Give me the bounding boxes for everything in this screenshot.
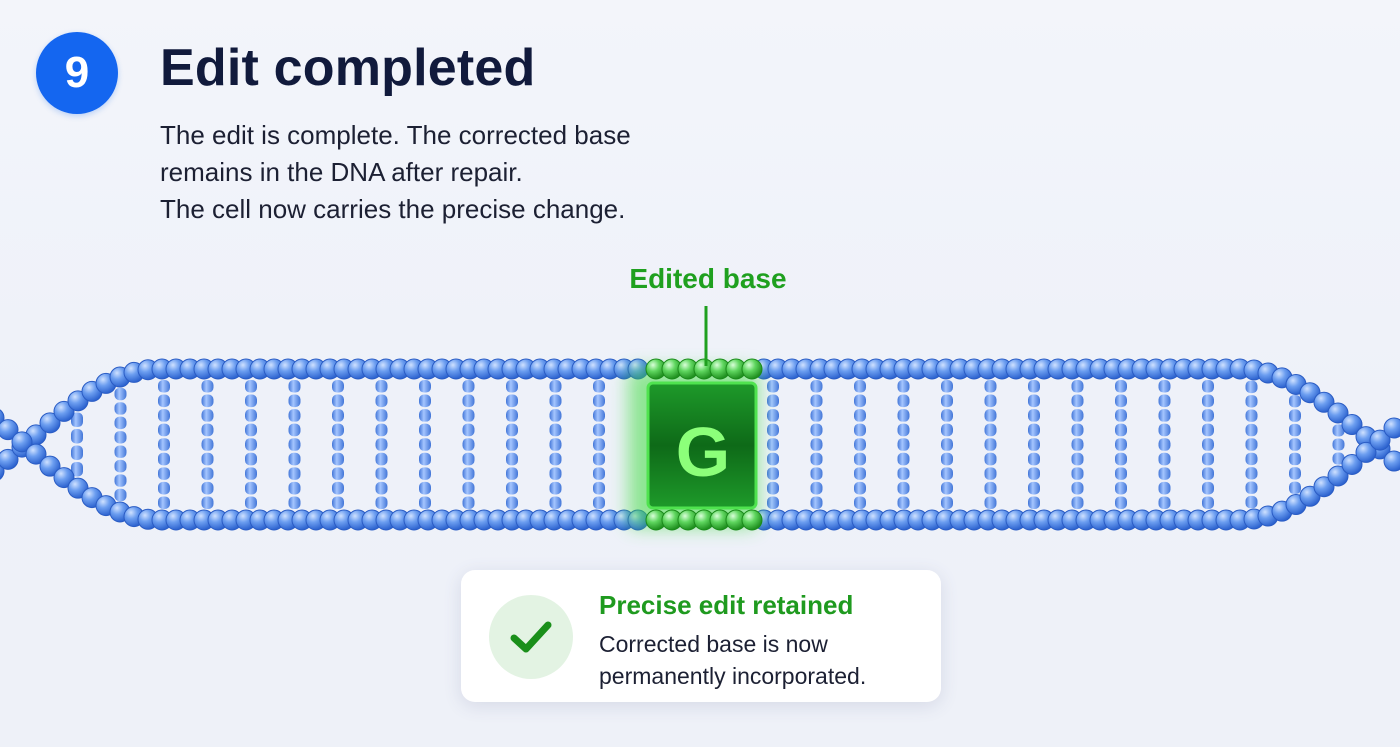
strand-bead <box>1327 402 1349 424</box>
base-pair-rung <box>245 380 257 509</box>
dna-strand-top <box>0 358 1400 480</box>
strand-bead <box>53 467 75 489</box>
base-pair-rung <box>1115 380 1127 509</box>
base-pair-rung <box>941 380 953 509</box>
base-pair-rung <box>1158 380 1171 509</box>
strand-bead <box>1383 417 1400 439</box>
edited-base-box <box>646 381 758 510</box>
base-pair-rung <box>288 380 301 509</box>
card-body-line: Corrected base is now <box>599 631 828 657</box>
description-line: remains in the DNA after repair. <box>160 157 523 187</box>
strand-bead <box>1327 465 1349 487</box>
status-card: Precise edit retained Corrected base is … <box>461 570 941 702</box>
base-pair-rung <box>854 380 866 509</box>
strand-bead <box>1313 476 1335 498</box>
strand-bead <box>1313 391 1335 413</box>
base-pair-rung <box>549 380 562 509</box>
base-pair-rung <box>593 380 605 509</box>
strand-bead <box>53 400 75 422</box>
base-pair-rung <box>71 412 83 477</box>
dna-strand-bottom <box>0 409 1400 531</box>
base-pair-rung <box>1332 424 1345 465</box>
base-pair-rung <box>984 380 997 509</box>
strand-bead <box>25 443 47 465</box>
base-pair-rung <box>1245 380 1258 509</box>
strand-bead <box>1355 441 1377 463</box>
base-pair-rung <box>1028 380 1040 509</box>
base-pair-rung <box>506 380 518 509</box>
description: The edit is complete. The corrected base… <box>160 117 800 228</box>
base-pair-rung <box>810 380 823 509</box>
check-icon <box>510 621 552 653</box>
base-pair-rung <box>462 380 475 509</box>
strand-bead <box>1369 429 1391 451</box>
base-pair-rung <box>114 387 127 502</box>
dna-rungs <box>71 380 1345 509</box>
base-pair-rung <box>767 380 779 509</box>
strand-bead <box>1383 450 1400 472</box>
base-pair-rung <box>897 380 910 509</box>
card-body: Corrected base is now permanently incorp… <box>599 628 866 692</box>
edited-base-letter: G <box>676 413 730 491</box>
base-pair-rung <box>375 380 388 509</box>
edited-base-region: G <box>628 358 763 531</box>
base-pair-rung <box>419 380 431 509</box>
edited-strand-bead <box>741 509 763 531</box>
page-title: Edit completed <box>160 39 536 97</box>
card-body-line: permanently incorporated. <box>599 663 867 689</box>
base-pair-rung <box>158 380 170 509</box>
strand-bead <box>39 455 61 477</box>
strand-bead <box>39 412 61 434</box>
description-line: The edit is complete. The corrected base <box>160 120 631 150</box>
description-line: The cell now carries the precise change. <box>160 194 626 224</box>
base-pair-rung <box>1289 394 1301 495</box>
strand-bead <box>1341 414 1363 436</box>
dna-strands <box>0 358 1400 531</box>
strand-bead <box>1341 453 1363 475</box>
base-pair-rung <box>1202 380 1214 509</box>
check-badge <box>489 595 573 679</box>
strand-bead <box>11 431 33 453</box>
edited-strand-bead <box>741 358 763 380</box>
base-pair-rung <box>332 380 344 509</box>
step-number-badge: 9 <box>36 32 118 114</box>
card-title: Precise edit retained <box>599 590 854 620</box>
base-pair-rung <box>201 380 214 509</box>
edited-base-label: Edited base <box>629 263 786 294</box>
strand-bead <box>0 448 19 470</box>
base-pair-rung <box>1071 380 1084 509</box>
strand-bead <box>0 419 19 441</box>
